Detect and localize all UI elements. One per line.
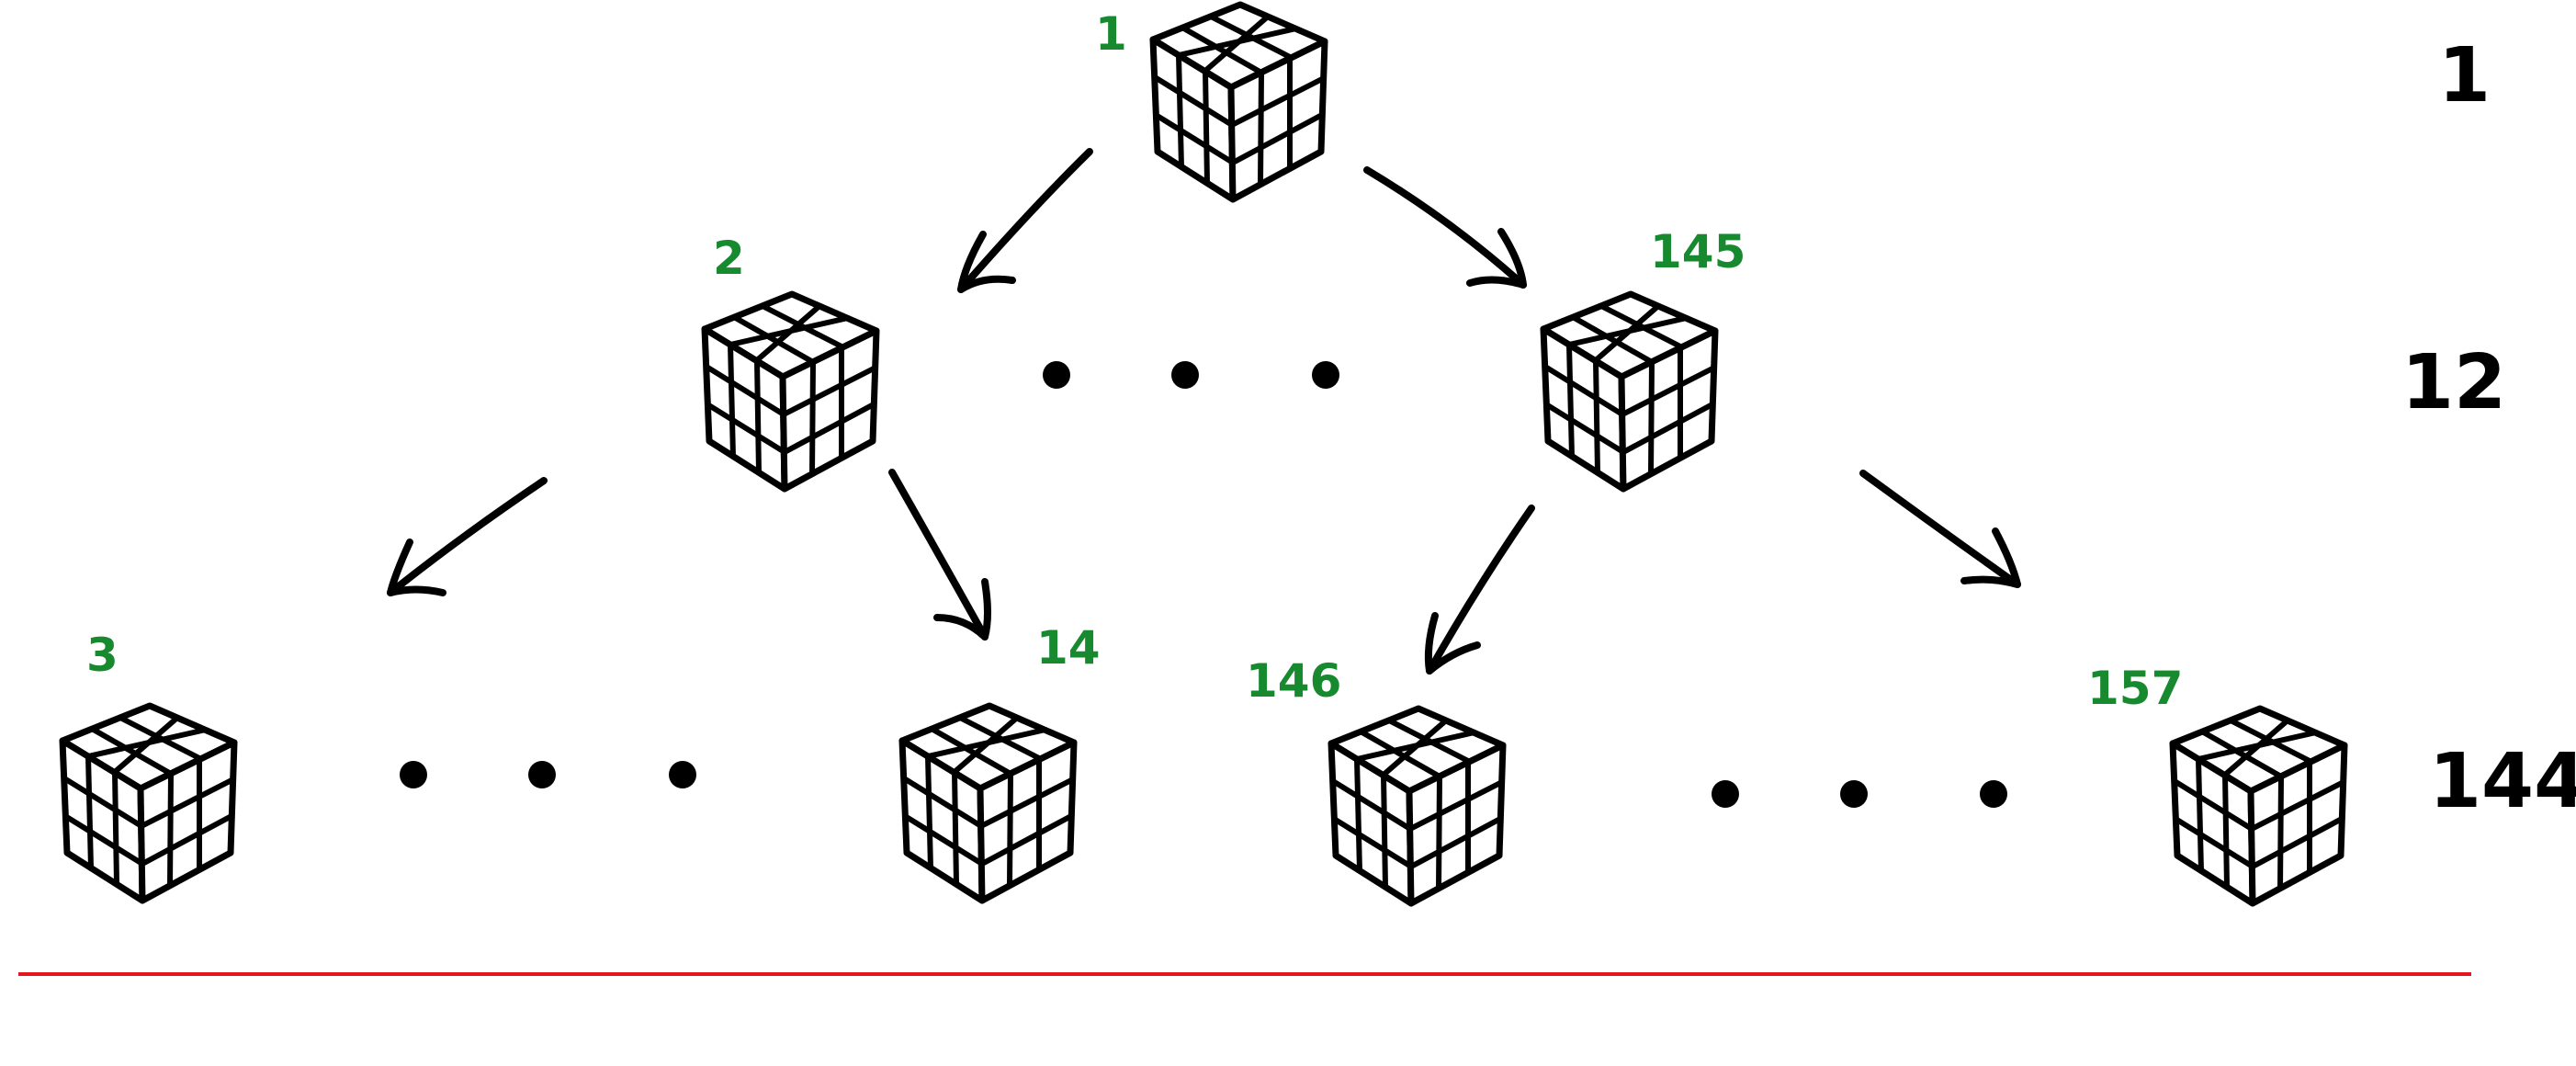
cube-node-l2-c — [1331, 709, 1503, 903]
ellipsis-level-2-right — [1712, 780, 2007, 808]
node-label-l2-d: 157 — [2087, 662, 2183, 715]
arrow-root-to-l1-first — [957, 148, 1093, 293]
arrow-l1-last-to-l2-c — [1424, 505, 1535, 675]
node-label-l2-c: 146 — [1246, 654, 1341, 708]
node-label-l1-first: 2 — [713, 232, 745, 285]
ellipsis-level-2-left — [400, 761, 696, 788]
node-label-l2-b: 14 — [1036, 621, 1101, 675]
level-count-2: 144 — [2429, 738, 2576, 825]
arrow-l1-first-to-l2-b — [888, 469, 991, 641]
arrow-root-to-l1-last — [1363, 166, 1527, 289]
level-count-1: 12 — [2401, 339, 2506, 426]
ellipsis-level-1 — [1043, 361, 1339, 389]
cube-node-l2-a — [62, 706, 234, 901]
cube-node-root — [1153, 5, 1325, 199]
arrow-l1-last-to-l2-d — [1859, 470, 2021, 588]
node-label-l2-a: 3 — [86, 629, 119, 682]
level-count-0: 1 — [2438, 32, 2491, 119]
cube-node-l1-last — [1543, 294, 1715, 489]
cube-node-l2-b — [902, 706, 1074, 901]
cube-node-l1-first — [705, 294, 876, 489]
node-label-l1-last: 145 — [1650, 225, 1746, 278]
arrow-l1-first-to-l2-a — [387, 477, 548, 596]
node-label-root: 1 — [1095, 7, 1127, 61]
cube-node-l2-d — [2173, 709, 2344, 903]
